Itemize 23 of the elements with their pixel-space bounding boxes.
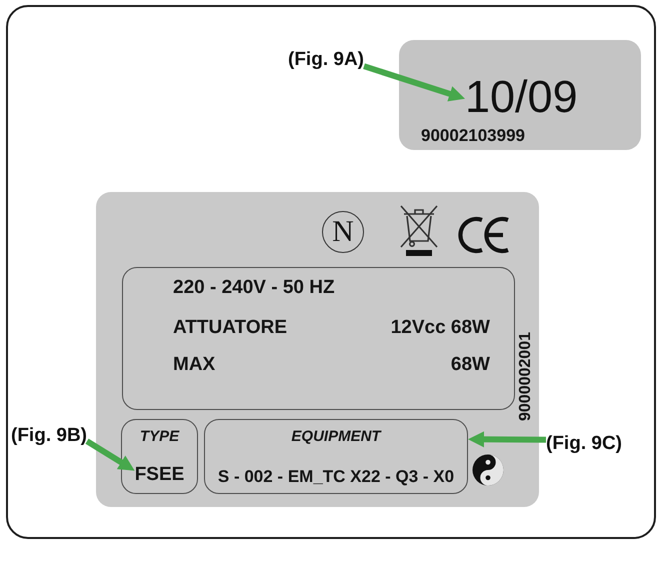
field-heading: TYPE <box>140 429 180 444</box>
type-code: FSEE <box>134 465 184 484</box>
type-panel <box>121 419 198 494</box>
label-plate <box>399 40 641 150</box>
power-value: 12Vcc 68W <box>390 318 490 337</box>
voltage-rating: 220 - 240V - 50 HZ <box>173 278 335 297</box>
field-heading: EQUIPMENT <box>291 429 381 444</box>
callout-label: (Fig. 9A) <box>288 50 364 69</box>
date-code: 10/09 <box>465 74 578 119</box>
equipment-code: S - 002 - EM_TC X22 - Q3 - X0 <box>218 468 454 485</box>
callout-label: (Fig. 9C) <box>546 434 622 453</box>
rating-plate <box>96 192 539 507</box>
ratings-panel <box>122 267 515 410</box>
row-label: ATTUATORE <box>173 318 287 337</box>
callout-label: (Fig. 9B) <box>11 426 87 445</box>
serial-number: 90002103999 <box>421 127 526 144</box>
row-label: MAX <box>173 355 216 374</box>
power-value: 68W <box>450 355 490 374</box>
serial-number: 9000002001 <box>518 332 534 421</box>
circled-letter: N <box>322 211 364 253</box>
callout-arrow <box>468 431 546 448</box>
equipment-panel <box>204 419 468 494</box>
callout-arrow <box>363 63 466 102</box>
